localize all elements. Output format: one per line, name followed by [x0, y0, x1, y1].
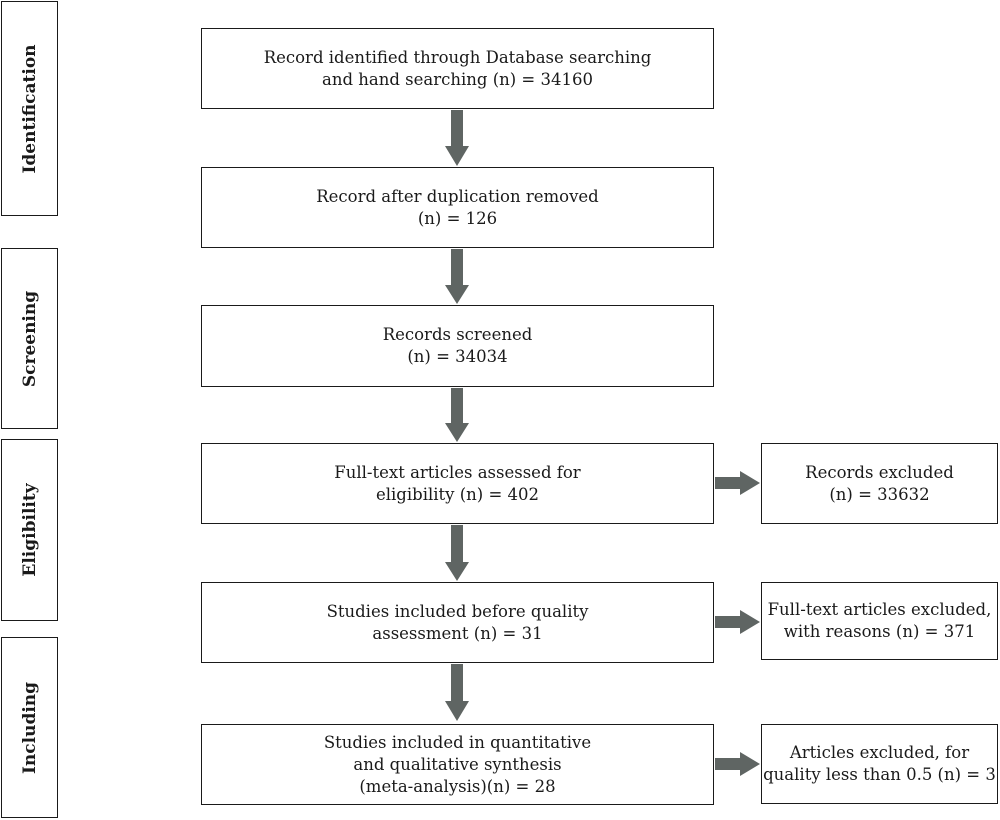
box-fulltext-assessed: Full-text articles assessed for eligibil… — [201, 443, 714, 524]
box-fulltext-excluded: Full-text articles excluded, with reason… — [761, 582, 998, 660]
phase-identification: Identification — [1, 1, 58, 216]
box-identified: Record identified through Database searc… — [201, 28, 714, 109]
box-text-line: (n) = 34034 — [407, 347, 508, 366]
box-text-line: (n) = 33632 — [829, 484, 930, 504]
box-screened: Records screened (n) = 34034 — [201, 305, 714, 387]
box-text-line: assessment (n) = 31 — [372, 623, 543, 643]
arrow-down-1 — [445, 110, 469, 166]
phase-eligibility: Eligibility — [1, 439, 58, 621]
box-text-line: (n) = 126 — [417, 208, 498, 228]
box-text-line: Studies included in quantitative — [323, 732, 592, 752]
box-text-line: with reasons (n) = 371 — [783, 622, 976, 641]
box-text-line: and hand searching (n) = 34160 — [321, 69, 593, 89]
box-text-line: Record after duplication removed — [316, 186, 599, 206]
arrow-down-4 — [445, 525, 469, 581]
arrow-down-2 — [445, 249, 469, 304]
box-text-line: Full-text articles excluded, — [767, 600, 992, 619]
box-quality-excluded: Articles excluded, for quality less than… — [761, 724, 998, 804]
arrow-right-3 — [715, 752, 760, 776]
box-text-line: (meta-analysis)(n) = 28 — [359, 776, 556, 796]
arrow-right-1 — [715, 471, 760, 495]
box-text-line: Record identified through Database searc… — [263, 47, 652, 67]
box-text-line: eligibility (n) = 402 — [375, 484, 540, 504]
box-text-line: Articles excluded, for — [789, 743, 970, 762]
box-text-line: Records excluded — [805, 462, 954, 482]
box-synthesis: Studies included in quantitative and qua… — [201, 724, 714, 805]
phase-screening: Screening — [1, 248, 58, 429]
box-text-line: Records screened — [382, 325, 533, 344]
box-duplicates-removed: Record after duplication removed (n) = 1… — [201, 167, 714, 248]
arrow-right-2 — [715, 610, 760, 634]
phase-including: Including — [1, 637, 58, 818]
box-text-line: quality less than 0.5 (n) = 3 — [763, 765, 996, 784]
box-before-quality: Studies included before quality assessme… — [201, 582, 714, 663]
box-records-excluded: Records excluded (n) = 33632 — [761, 443, 998, 524]
arrow-down-3 — [445, 388, 469, 442]
box-text-line: Studies included before quality — [326, 601, 589, 621]
box-text-line: Full-text articles assessed for — [334, 462, 581, 482]
arrow-down-5 — [445, 664, 469, 721]
box-text-line: and qualitative synthesis — [353, 754, 562, 774]
